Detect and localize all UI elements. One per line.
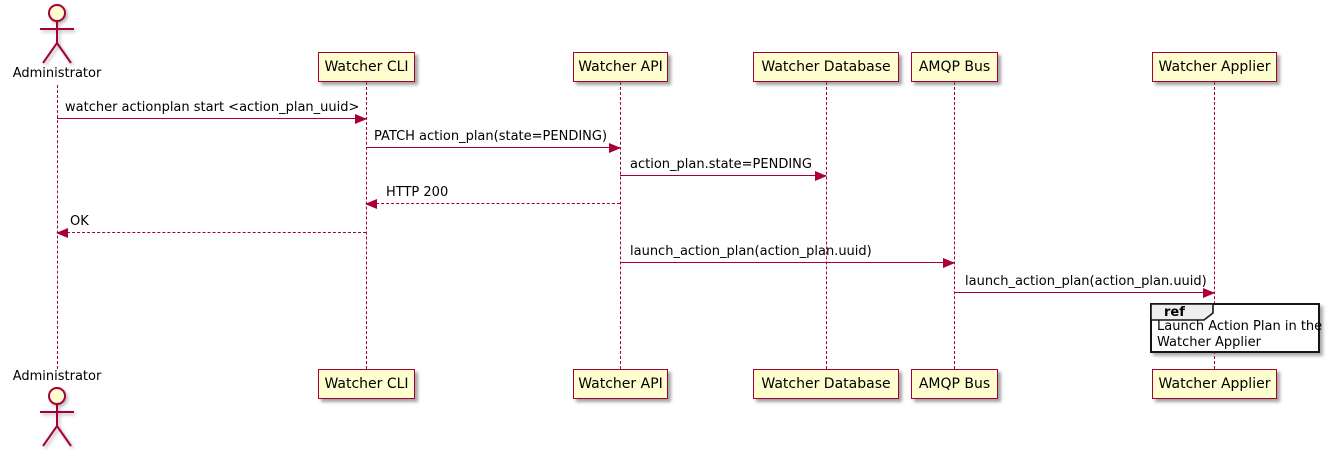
participant-amqp-bus-bottom: AMQP Bus (911, 369, 998, 399)
participant-label: Watcher API (578, 376, 663, 392)
participant-watcher-applier-top: Watcher Applier (1152, 52, 1277, 82)
arrowhead-left-icon (365, 198, 377, 209)
message-line (954, 292, 1214, 293)
participant-label: Watcher Applier (1158, 376, 1271, 392)
actor-icon (40, 4, 74, 64)
participant-label: Watcher API (578, 59, 663, 75)
participant-label: Watcher Applier (1158, 59, 1271, 75)
participant-label: Watcher Database (761, 376, 891, 392)
participant-label: AMQP Bus (918, 59, 991, 75)
participant-watcher-applier-bottom: Watcher Applier (1152, 369, 1277, 399)
participant-watcher-api-bottom: Watcher API (573, 369, 668, 399)
participant-label: AMQP Bus (918, 376, 991, 392)
message-line (57, 118, 366, 119)
participant-watcher-database-bottom: Watcher Database (753, 369, 899, 399)
participant-watcher-cli-top: Watcher CLI (318, 52, 415, 82)
arrowhead-right-icon (815, 170, 827, 181)
lifeline-administrator (57, 85, 58, 369)
ref-text-line1: Launch Action Plan in the (1157, 319, 1323, 334)
lifeline-amqp-bus (954, 82, 955, 369)
message-label: launch_action_plan(action_plan.uuid) (965, 274, 1207, 289)
message-label: PATCH action_plan(state=PENDING) (374, 129, 608, 144)
ref-keyword: ref (1164, 305, 1185, 320)
participant-label: Watcher CLI (324, 376, 409, 392)
message-label: HTTP 200 (386, 185, 449, 200)
participant-amqp-bus-top: AMQP Bus (911, 52, 998, 82)
ref-text-line2: Watcher Applier (1157, 335, 1261, 350)
ref-text: Launch Action Plan in the Watcher Applie… (1157, 319, 1322, 351)
arrowhead-right-icon (1203, 287, 1215, 298)
message-line (620, 262, 954, 263)
actor-name-top: Administrator (12, 66, 102, 81)
message-label: launch_action_plan(action_plan.uuid) (630, 244, 872, 259)
lifeline-watcher-cli (366, 82, 367, 369)
message-label: OK (70, 214, 89, 229)
message-label: action_plan.state=PENDING (630, 157, 812, 172)
participant-watcher-cli-bottom: Watcher CLI (318, 369, 415, 399)
participant-watcher-database-top: Watcher Database (753, 52, 899, 82)
ref-tab-icon (1151, 304, 1214, 321)
message-line (366, 147, 620, 148)
participant-label: Watcher Database (761, 59, 891, 75)
message-line (57, 232, 366, 233)
actor-name-bottom: Administrator (12, 369, 102, 384)
lifeline-watcher-api (620, 82, 621, 369)
arrowhead-right-icon (609, 142, 621, 153)
lifeline-watcher-applier (1214, 82, 1215, 369)
participant-label: Watcher CLI (324, 59, 409, 75)
arrowhead-left-icon (56, 227, 68, 238)
message-line (620, 175, 826, 176)
message-label: watcher actionplan start <action_plan_uu… (65, 100, 360, 115)
message-line (366, 203, 620, 204)
actor-icon (40, 387, 74, 447)
ref-fragment: ref Launch Action Plan in the Watcher Ap… (1150, 303, 1322, 353)
lifeline-watcher-database (826, 82, 827, 369)
arrowhead-right-icon (943, 257, 955, 268)
participant-watcher-api-top: Watcher API (573, 52, 668, 82)
arrowhead-right-icon (355, 113, 367, 124)
